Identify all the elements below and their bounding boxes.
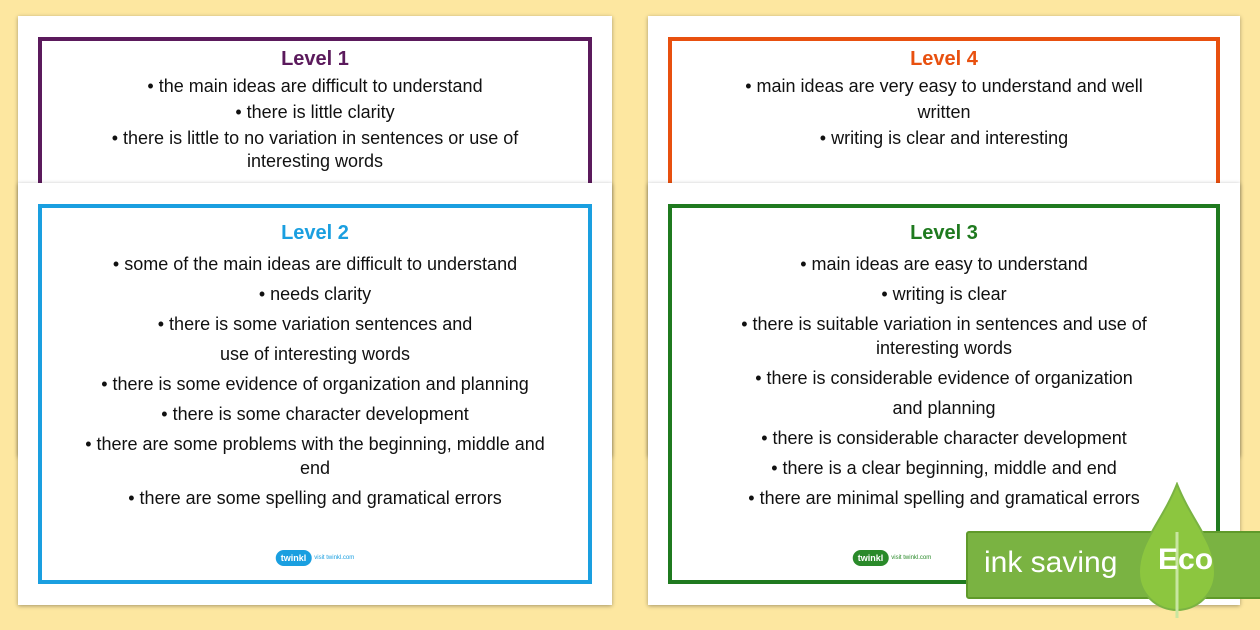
logo-url: visit twinkl.com — [314, 555, 355, 561]
logo-brand: twinkl — [852, 550, 889, 566]
card-line: • there is a clear beginning, middle and… — [771, 458, 1117, 478]
card-line: • main ideas are easy to understand — [800, 254, 1088, 274]
card-title: Level 2 — [281, 222, 349, 244]
card-line: • writing is clear and interesting — [819, 128, 1069, 148]
card-title: Level 1 — [281, 48, 349, 70]
eco-label: Eco — [1158, 543, 1214, 576]
card-title: Level 4 — [910, 48, 978, 70]
card-line: • there is some variation sentences and … — [157, 314, 473, 364]
card-line: • there is little clarity — [235, 102, 395, 122]
leaf-drop-icon — [1137, 482, 1217, 618]
card-line: • there is suitable variation in sentenc… — [741, 314, 1147, 358]
card-level-2: Level 2 • some of the main ideas are dif… — [18, 183, 612, 605]
card-line: • there is considerable character develo… — [761, 428, 1127, 448]
card-line: • there are some spelling and gramatical… — [128, 488, 502, 508]
card-line: • there is little to no variation in sen… — [111, 128, 519, 171]
ink-saving-label: ink saving — [984, 546, 1118, 579]
card-title: Level 3 — [910, 222, 978, 244]
card-line: • there are some problems with the begin… — [85, 434, 545, 478]
card-line: • there is some evidence of organization… — [101, 374, 529, 394]
card-line: • there is some character development — [161, 404, 469, 424]
card-line: • some of the main ideas are difficult t… — [112, 254, 518, 274]
card-line: • there is considerable evidence of orga… — [755, 368, 1133, 418]
card-line: • main ideas are very easy to understand… — [745, 76, 1143, 122]
card-line: • the main ideas are difficult to unders… — [147, 76, 483, 96]
logo-brand: twinkl — [275, 550, 312, 566]
card-line: • needs clarity — [258, 284, 372, 304]
logo-url: visit twinkl.com — [891, 555, 932, 561]
card-line: • there are minimal spelling and gramati… — [748, 488, 1140, 508]
card-line: • writing is clear — [881, 284, 1007, 304]
